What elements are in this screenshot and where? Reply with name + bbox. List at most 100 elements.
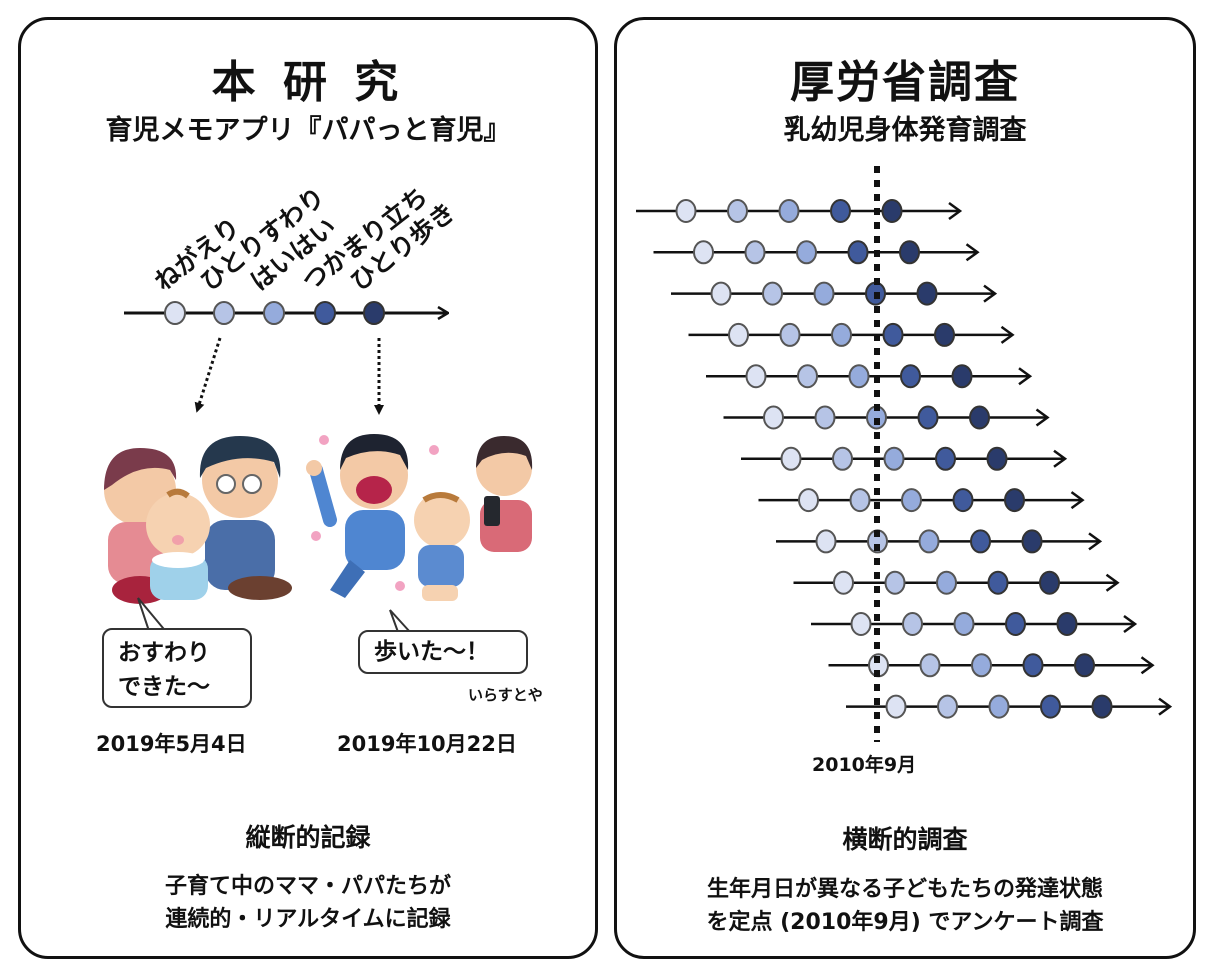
milestone-dot xyxy=(885,694,907,719)
milestone-dot xyxy=(710,281,732,306)
cohort-row xyxy=(723,405,1050,430)
milestone-dot xyxy=(675,199,697,223)
milestone-dot xyxy=(1039,570,1060,595)
cohort-row xyxy=(846,694,1173,719)
milestone-dot xyxy=(1074,653,1095,678)
milestone-dot xyxy=(988,694,1010,719)
milestone-dot xyxy=(934,322,955,347)
milestone-dot xyxy=(780,446,802,471)
date-label-walking: 2019年10月22日 xyxy=(337,732,517,756)
speech-bubble-sitting: おすわり できた〜 xyxy=(102,628,252,708)
left-footer: 縦断的記録 子育て中のママ・パパたちが 連続的・リアルタイムに記録 xyxy=(18,0,598,968)
milestone-dot xyxy=(883,446,905,471)
milestone-dot xyxy=(952,488,974,513)
milestone-dot xyxy=(850,612,872,636)
milestone-dot xyxy=(778,199,800,223)
milestone-dot xyxy=(763,405,784,430)
milestone-dot xyxy=(902,612,923,636)
milestone-dot xyxy=(918,529,940,554)
bubble-text-line: 歩いた〜！ xyxy=(374,639,489,665)
milestone-dot xyxy=(919,653,941,678)
milestone-dot xyxy=(1091,694,1113,719)
milestone-dot xyxy=(815,529,837,554)
milestone-dot xyxy=(830,199,851,223)
milestone-dot-5 xyxy=(363,301,385,325)
milestone-dot xyxy=(951,364,973,389)
milestone-dot xyxy=(1004,488,1025,513)
milestone-dot xyxy=(937,694,958,719)
illustration-credit: いらすとや xyxy=(468,686,543,704)
bubble-text-line: できた〜 xyxy=(118,674,210,700)
date-label-sitting: 2019年5月4日 xyxy=(96,732,247,756)
milestone-dot xyxy=(833,570,854,595)
panel-title: 厚労省調査 xyxy=(790,57,1020,108)
milestone-dot xyxy=(953,612,975,636)
milestone-dot xyxy=(813,281,835,306)
milestone-dot xyxy=(831,322,852,347)
dotted-arrow-sitting xyxy=(194,337,222,413)
walking-celebration-illustration xyxy=(306,434,533,601)
cohort-row xyxy=(758,488,1085,513)
section-title: 横断的調査 xyxy=(842,825,968,854)
milestone-dot xyxy=(727,199,748,223)
milestone-dot xyxy=(744,240,766,265)
milestone-dot xyxy=(935,446,956,471)
milestone-dot xyxy=(986,446,1008,471)
panel-subtitle: 育児メモアプリ『パパっと育児』 xyxy=(105,115,511,146)
milestone-dot xyxy=(969,405,990,430)
milestone-dot xyxy=(916,281,938,306)
milestone-dot xyxy=(762,281,783,306)
milestone-dot xyxy=(847,240,869,265)
speech-bubble-tail xyxy=(137,597,169,635)
bubble-text-line: おすわり xyxy=(118,640,210,666)
milestone-dot xyxy=(779,322,801,347)
section-desc-line2: 連続的・リアルタイムに記録 xyxy=(165,907,451,932)
reference-date-label: 2010年9月 xyxy=(812,754,917,776)
milestone-dot-2 xyxy=(213,301,235,325)
milestone-dot xyxy=(884,570,906,595)
milestone-dot xyxy=(745,364,767,389)
milestone-dot xyxy=(899,240,920,265)
milestone-dot xyxy=(1022,653,1044,678)
milestone-dot xyxy=(987,570,1009,595)
milestone-dot xyxy=(917,405,939,430)
milestone-dot xyxy=(882,322,904,347)
milestone-dot xyxy=(832,446,853,471)
milestone-dot xyxy=(693,240,714,265)
cohort-row xyxy=(741,446,1068,471)
milestone-dot xyxy=(1040,694,1061,719)
milestone-dot xyxy=(798,488,819,513)
milestone-dot xyxy=(1021,529,1043,554)
milestone-dot xyxy=(814,405,836,430)
speech-bubble-tail xyxy=(389,609,411,633)
cohort-row xyxy=(671,281,998,306)
cohort-row xyxy=(653,240,980,265)
cohort-row xyxy=(776,529,1103,554)
milestone-dot xyxy=(796,240,817,265)
section-title: 縦断的記録 xyxy=(245,823,371,852)
section-desc-line1: 生年月日が異なる子どもたちの発達状態 xyxy=(706,877,1103,902)
section-desc-line1: 子育て中のママ・パパたちが xyxy=(164,874,451,899)
milestone-dot xyxy=(728,322,749,347)
milestone-dot xyxy=(971,653,992,678)
milestone-dot-4 xyxy=(314,301,336,325)
cohort-row xyxy=(811,612,1138,636)
milestone-dot xyxy=(1005,612,1026,636)
cohort-row xyxy=(828,653,1155,678)
milestone-dot xyxy=(936,570,957,595)
milestone-dot xyxy=(881,199,903,223)
milestone-dot xyxy=(1056,612,1078,636)
cohort-row xyxy=(636,199,963,223)
panel-subtitle: 乳幼児身体発育調査 xyxy=(783,115,1027,146)
section-desc-line2: を定点 (2010年9月) でアンケート調査 xyxy=(706,910,1104,935)
speech-bubble-walking: 歩いた〜！ xyxy=(358,630,528,674)
cohort-row xyxy=(688,322,1015,347)
milestone-dot-3 xyxy=(263,301,285,325)
family-sitting-illustration xyxy=(104,436,292,604)
milestone-dot xyxy=(900,364,921,389)
milestone-dot xyxy=(848,364,870,389)
milestone-dot xyxy=(849,488,871,513)
cross-sectional-survey-panel: 厚労省調査 乳幼児身体発育調査 横断的調査 生年月日が異なる子どもたちの発達状態… xyxy=(614,17,1196,959)
cohort-row xyxy=(793,570,1120,595)
